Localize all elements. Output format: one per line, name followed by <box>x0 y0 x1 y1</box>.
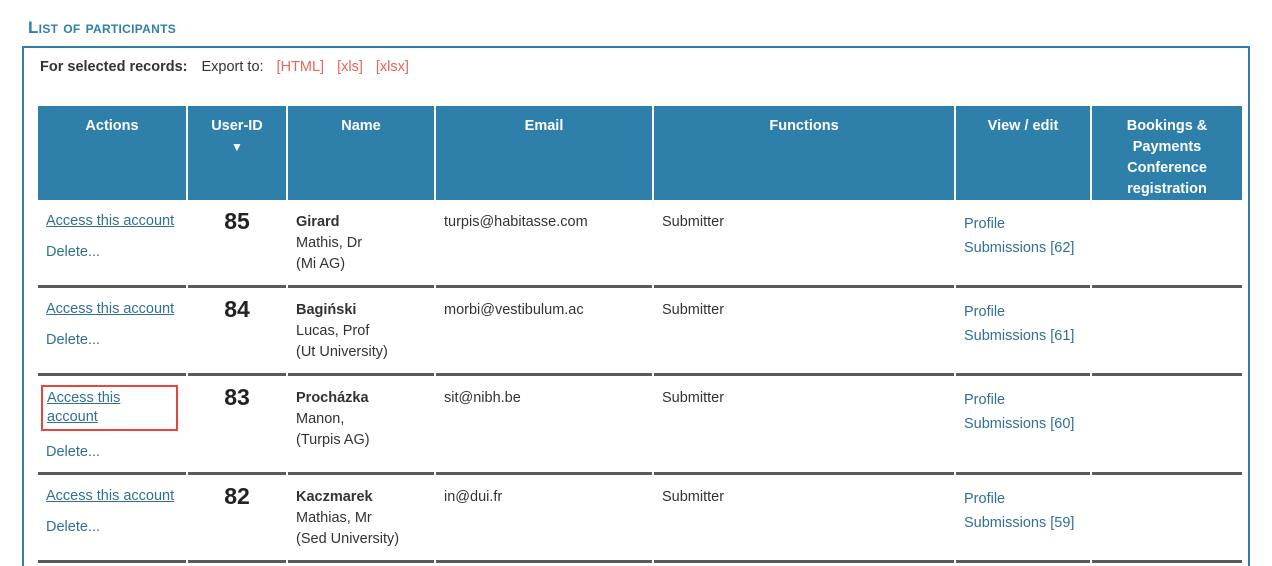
table-header: Actions User-ID ▼ Name Email Functions V… <box>38 106 1242 200</box>
bookings-cell <box>1092 475 1242 563</box>
access-this-account-link[interactable]: Access this account <box>46 301 175 317</box>
submissions-link[interactable]: Submissions [62] <box>964 240 1075 256</box>
header-row: Actions User-ID ▼ Name Email Functions V… <box>38 106 1242 200</box>
header-view-edit: View / edit <box>956 106 1090 200</box>
header-user-id[interactable]: User-ID ▼ <box>188 106 286 200</box>
user-id-cell: 85 <box>188 200 286 288</box>
email-cell: turpis@habitasse.com <box>436 200 652 288</box>
profile-link[interactable]: Profile <box>964 392 1006 408</box>
functions-cell: Submitter <box>654 475 954 563</box>
name-organisation: (Turpis AG) <box>296 432 370 448</box>
delete-link[interactable]: Delete... <box>46 332 100 348</box>
bookings-cell <box>1092 376 1242 475</box>
header-user-id-label: User-ID <box>211 118 263 134</box>
email-value: morbi@vestibulum.ac <box>444 302 584 318</box>
name-last-name: Kaczmarek <box>296 489 373 505</box>
name-organisation: (Mi AG) <box>296 256 346 272</box>
functions-value: Submitter <box>662 214 725 230</box>
export-xls-link[interactable]: [xls] <box>337 59 363 75</box>
user-id-cell: 82 <box>188 475 286 563</box>
name-first-name: Mathis, Dr <box>296 235 363 251</box>
functions-value: Submitter <box>662 489 725 505</box>
access-this-account-link[interactable]: Access this account <box>41 385 178 431</box>
sort-descending-icon[interactable]: ▼ <box>231 140 243 154</box>
bookings-cell <box>1092 288 1242 376</box>
name-last-name: Girard <box>296 214 340 230</box>
header-actions: Actions <box>38 106 186 200</box>
export-bar: For selected records: Export to: [HTML] … <box>40 59 409 75</box>
profile-link[interactable]: Profile <box>964 216 1006 232</box>
user-id-value: 82 <box>224 483 250 509</box>
functions-value: Submitter <box>662 390 725 406</box>
submissions-link[interactable]: Submissions [60] <box>964 416 1075 432</box>
participants-page: List of participants For selected record… <box>22 18 1250 566</box>
participants-table: Actions User-ID ▼ Name Email Functions V… <box>36 106 1244 563</box>
bookings-cell <box>1092 200 1242 288</box>
header-bookings-payments: Bookings & Payments Conference registrat… <box>1092 106 1242 200</box>
functions-cell: Submitter <box>654 288 954 376</box>
name-first-name: Manon, <box>296 411 345 427</box>
header-name: Name <box>288 106 434 200</box>
functions-cell: Submitter <box>654 200 954 288</box>
export-to-label: Export to: <box>201 59 264 75</box>
functions-value: Submitter <box>662 302 725 318</box>
header-email: Email <box>436 106 652 200</box>
access-this-account-link[interactable]: Access this account <box>46 213 175 229</box>
name-last-name: Procházka <box>296 390 369 406</box>
user-id-cell: 83 <box>188 376 286 475</box>
name-first-name: Mathias, Mr <box>296 510 372 526</box>
name-organisation: (Ut University) <box>296 344 388 360</box>
delete-link[interactable]: Delete... <box>46 244 100 260</box>
email-cell: morbi@vestibulum.ac <box>436 288 652 376</box>
access-this-account-link[interactable]: Access this account <box>46 488 175 504</box>
participants-panel: For selected records: Export to: [HTML] … <box>22 46 1250 566</box>
user-id-cell: 84 <box>188 288 286 376</box>
for-selected-records-label: For selected records: <box>40 59 188 75</box>
export-xlsx-link[interactable]: [xlsx] <box>375 59 409 75</box>
email-cell: sit@nibh.be <box>436 376 652 475</box>
delete-link[interactable]: Delete... <box>46 519 100 535</box>
functions-cell: Submitter <box>654 376 954 475</box>
page-title: List of participants <box>28 18 177 37</box>
email-value: turpis@habitasse.com <box>444 214 588 230</box>
email-cell: in@dui.fr <box>436 475 652 563</box>
user-id-value: 85 <box>224 208 250 234</box>
header-functions: Functions <box>654 106 954 200</box>
delete-link[interactable]: Delete... <box>46 444 100 460</box>
name-first-name: Lucas, Prof <box>296 323 370 339</box>
profile-link[interactable]: Profile <box>964 304 1006 320</box>
export-html-link[interactable]: [HTML] <box>276 59 325 75</box>
user-id-value: 83 <box>224 384 250 410</box>
user-id-value: 84 <box>224 296 250 322</box>
submissions-link[interactable]: Submissions [61] <box>964 328 1075 344</box>
submissions-link[interactable]: Submissions [59] <box>964 515 1075 531</box>
name-organisation: (Sed University) <box>296 531 400 547</box>
profile-link[interactable]: Profile <box>964 491 1006 507</box>
name-last-name: Bagiński <box>296 302 357 318</box>
email-value: sit@nibh.be <box>444 390 521 406</box>
email-value: in@dui.fr <box>444 489 503 505</box>
